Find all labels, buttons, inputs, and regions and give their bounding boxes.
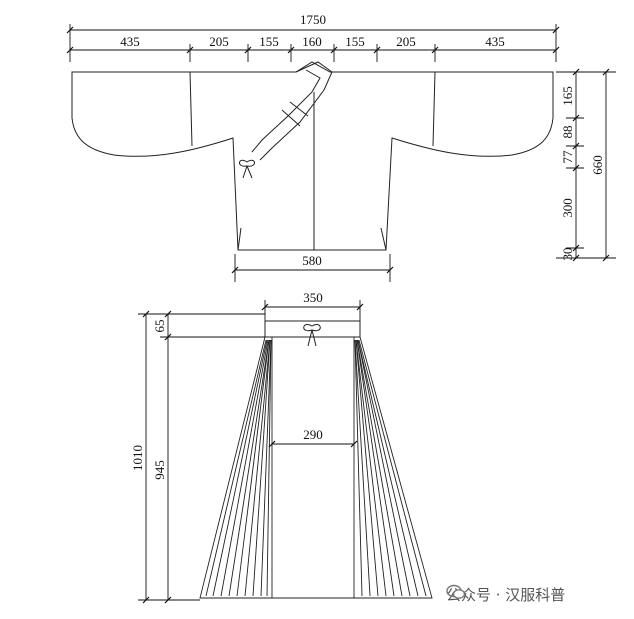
segment-neck: 160	[302, 34, 322, 49]
jacket-height-dimensions	[556, 68, 616, 262]
height-30: 30	[560, 248, 575, 261]
skirt-waist-width-label: 350	[303, 290, 323, 305]
top-total-width-dimension	[66, 24, 560, 62]
skirt-body	[199, 336, 433, 599]
top-total-width-label: 1750	[300, 12, 326, 27]
segment-upper-sleeve-left: 205	[209, 34, 229, 49]
jacket-outline	[71, 61, 554, 251]
skirt-waistband	[264, 320, 361, 347]
top-segment-dimension-line	[66, 44, 560, 62]
height-88: 88	[560, 126, 575, 139]
segment-upper-sleeve-right: 205	[396, 34, 416, 49]
skirt-total-length-label: 1010	[130, 445, 145, 471]
jacket-hem-width-label: 580	[302, 253, 322, 268]
jacket-collar	[251, 61, 333, 161]
watermark-text: 公众号 · 汉服科普	[446, 586, 566, 604]
segment-shoulder-left: 155	[259, 34, 279, 49]
chat-bubble-icon	[446, 584, 466, 599]
watermark: 公众号 · 汉服科普	[446, 584, 565, 605]
jacket-total-height-label: 660	[590, 155, 605, 175]
height-300: 300	[560, 198, 575, 218]
height-77: 77	[560, 150, 575, 164]
skirt-length-dimensions	[138, 310, 265, 604]
skirt-waist-dimension	[261, 300, 364, 322]
skirt-waistband-height-label: 65	[152, 320, 167, 333]
segment-shoulder-right: 155	[345, 34, 365, 49]
jacket-hem-dimension	[231, 254, 394, 282]
segment-sleeve-right: 435	[485, 34, 505, 49]
height-165: 165	[560, 86, 575, 106]
skirt-panel-dimension	[268, 440, 358, 448]
skirt-panel-width-label: 290	[303, 427, 323, 442]
segment-sleeve-left: 435	[120, 34, 140, 49]
jacket-tie	[239, 159, 255, 179]
skirt-body-height-label: 945	[152, 460, 167, 480]
